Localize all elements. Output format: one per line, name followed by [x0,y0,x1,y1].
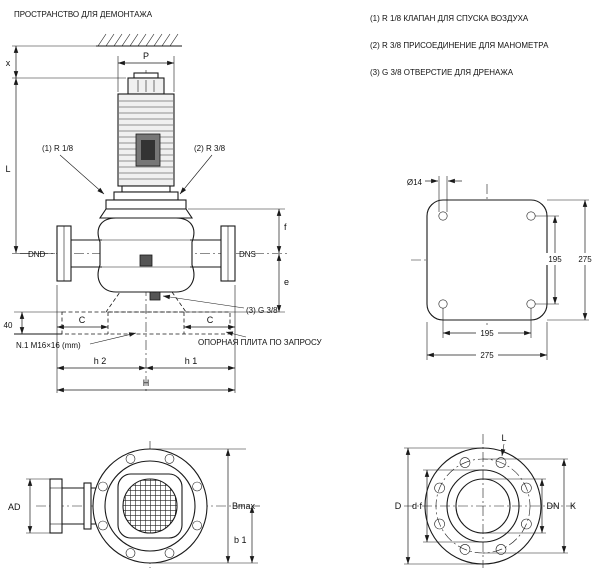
dim-x: x [6,45,126,79]
pitch-h-label: 195 [480,329,494,338]
dim-dn-label: DN [547,501,560,511]
motor [117,72,175,187]
callout-1: (1) R 1/8 [42,144,105,195]
pump-casing [56,217,236,301]
plate-note-label: ОПОРНАЯ ПЛИТА ПО ЗАПРОСУ [198,338,322,347]
overall-v-label: 275 [578,255,592,264]
dim-f-e: f e [186,208,289,313]
dim-d-label: D [395,501,402,511]
port-dns-label: DNS [239,250,256,259]
front-side-pipe [49,478,96,534]
dim-l: L [500,433,507,457]
plate-view: Ø14 195 275 195 275 [407,176,594,360]
dim-b1: b 1 [234,505,255,564]
dim-hole-dia: Ø14 [407,176,462,212]
dim-c-right-label: C [207,315,214,325]
dim-df: d f [412,469,483,543]
drain-plug [149,291,161,301]
dim-h1-label: h 1 [185,356,198,366]
dim-L-label: L [5,164,10,174]
side-view: ПРОСТРАНСТВО ДЛЯ ДЕМОНТАЖА x [4,10,322,393]
dim-40: 40 [4,311,62,335]
legend: (1) R 1/8 КЛАПАН ДЛЯ СПУСКА ВОЗДУХА (2) … [370,14,549,77]
counter-flange [49,478,63,534]
pitch-v-label: 195 [548,255,562,264]
dim-L: L [5,77,55,254]
dim-c-left-label: C [79,315,86,325]
dim-bmax: Bmax [152,448,258,564]
lantern-bracket [98,185,194,219]
ceiling-hatch [96,33,182,47]
dim-overall-v: 275 [547,199,594,321]
bolt-note: N.1 M16×16 (mm) [16,332,137,350]
callout-1-label: (1) R 1/8 [42,144,74,153]
dim-d: D [395,447,483,565]
callout-2-label: (2) R 3/8 [194,144,226,153]
hole-dia-label: Ø14 [407,178,423,187]
front-bolt-holes [98,454,202,558]
dim-overall-h: 275 [426,322,548,360]
dim-h: h 2 h 1 H [56,356,236,393]
dim-k: K [483,458,576,554]
dim-c: C C [56,285,236,393]
dim-P-label: P [143,51,149,61]
dim-pitch-v: 195 [535,215,564,305]
plate-note: ОПОРНАЯ ПЛИТА ПО ЗАПРОСУ [198,331,322,347]
fan-cap [133,72,159,79]
dim-x-label: x [6,58,11,68]
legend-line-2: (2) R 3/8 ПРИСОЕДИНЕНИЕ ДЛЯ МАНОМЕТРА [370,41,549,50]
gauge-plug [139,254,153,267]
base-plate [61,311,231,335]
dim-H-label: H [143,378,150,388]
dim-ad: AD [8,478,50,534]
side-view-title: ПРОСТРАНСТВО ДЛЯ ДЕМОНТАЖА [14,10,153,19]
callout-3-label: (3) G 3/8 [246,306,278,315]
bolt-note-label: N.1 M16×16 (mm) [16,341,81,350]
callout-2: (2) R 3/8 [179,144,226,195]
legend-line-1: (1) R 1/8 КЛАПАН ДЛЯ СПУСКА ВОЗДУХА [370,14,529,23]
dim-bmax-label: Bmax [232,501,256,511]
dim-df-label: d f [412,501,423,511]
legend-line-3: (3) G 3/8 ОТВЕРСТИЕ ДЛЯ ДРЕНАЖА [370,68,514,77]
dim-b1-label: b 1 [234,535,247,545]
dim-h2-label: h 2 [94,356,107,366]
support-foot [14,291,231,335]
front-view: AD Bmax b 1 [8,441,260,568]
overall-h-label: 275 [480,351,494,360]
dim-e-label: e [284,277,289,287]
plate-outline [426,199,548,321]
terminal-box-cover [141,140,155,160]
dim-f-label: f [284,222,287,232]
dim-dn: DN [483,478,560,534]
flange-bolt-holes [434,457,532,555]
dim-k-label: K [570,501,576,511]
dim-40-label: 40 [4,321,13,330]
dim-ad-label: AD [8,502,21,512]
dim-P: P [117,51,175,92]
port-dnd-label: DND [28,250,46,259]
dim-l-label: L [501,433,506,443]
front-flange-inner [104,460,196,552]
front-grille [122,478,178,534]
flange-view: L D d f DN K [395,433,576,568]
dim-pitch-h: 195 [442,308,532,338]
